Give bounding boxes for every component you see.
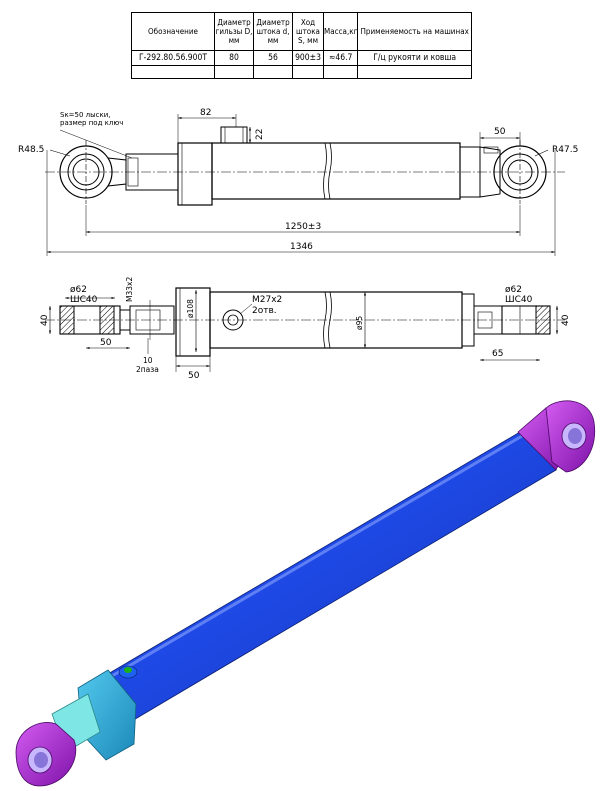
spec-blank-row [131,65,472,79]
header-rod: Диаметр штока d, мм [253,12,293,51]
header-designation: Обозначение [131,12,215,51]
barrel-3d [83,431,557,729]
dim-1250-label: 1250±3 [285,222,321,232]
left-eye-top [59,140,127,204]
dim-10-label: 10 [143,356,153,365]
right-eye-top [493,140,547,204]
diam-62-left-label: ø62 [70,285,87,295]
m33-label: M33x2 [125,277,134,302]
shs40-right-label: ШС40 [505,295,533,305]
dim-65-label: 65 [492,349,503,359]
port-left-3d [124,667,132,673]
barrel-top [211,142,461,200]
diam-108-label: ø108 [186,299,195,318]
m27-label: M27x2 [252,295,282,305]
dim-50-top-label: 50 [494,127,506,137]
header-mass: Масса,кг [322,12,359,51]
dim-82-label: 82 [200,108,211,118]
cylinder-3d-render [15,400,596,787]
shs40-left-label: ШС40 [70,295,98,305]
side-view [45,287,565,372]
diam-95-label: ø95 [355,316,364,330]
diam-62-right-label: ø62 [505,285,522,295]
radius-right-label: R47.5 [552,145,578,155]
left-eye-hatch-b [99,305,115,335]
cell-mass: ≈46.7 [322,50,359,66]
gland-top [177,142,213,206]
right-eye-hatch [535,305,551,335]
spec-table: Обозначение Диаметр гильзы D, мм Диаметр… [131,12,472,79]
key-note-box: Sк=50 лыски, размер под ключ [60,112,124,127]
dim-50-bottom-label: 50 [188,371,200,381]
spec-header-row: Обозначение Диаметр гильзы D, мм Диаметр… [131,12,472,51]
radius-left-label: R48.5 [18,145,44,155]
two-holes-label: 2отв. [252,306,277,316]
dim-50-left-label: 50 [100,338,112,348]
cap-top [459,146,481,198]
dim-40-right-label: 40 [561,314,571,326]
spec-data-row: Г-292.80.56.900Т 80 56 900±3 ≈46.7 Г/ц р… [131,50,472,66]
top-view [45,114,565,256]
dim-22-label: 22 [255,129,265,140]
left-eye-hatch-a [59,305,75,335]
dim-40-left-label: 40 [40,314,50,326]
gland-side [175,287,211,357]
key-note-label: Sк=50 лыски, размер под ключ [60,112,124,127]
header-stroke: Ход штока S, мм [292,12,324,51]
two-grooves-label: 2паза [136,365,159,374]
dim-1346-label: 1346 [290,242,313,252]
